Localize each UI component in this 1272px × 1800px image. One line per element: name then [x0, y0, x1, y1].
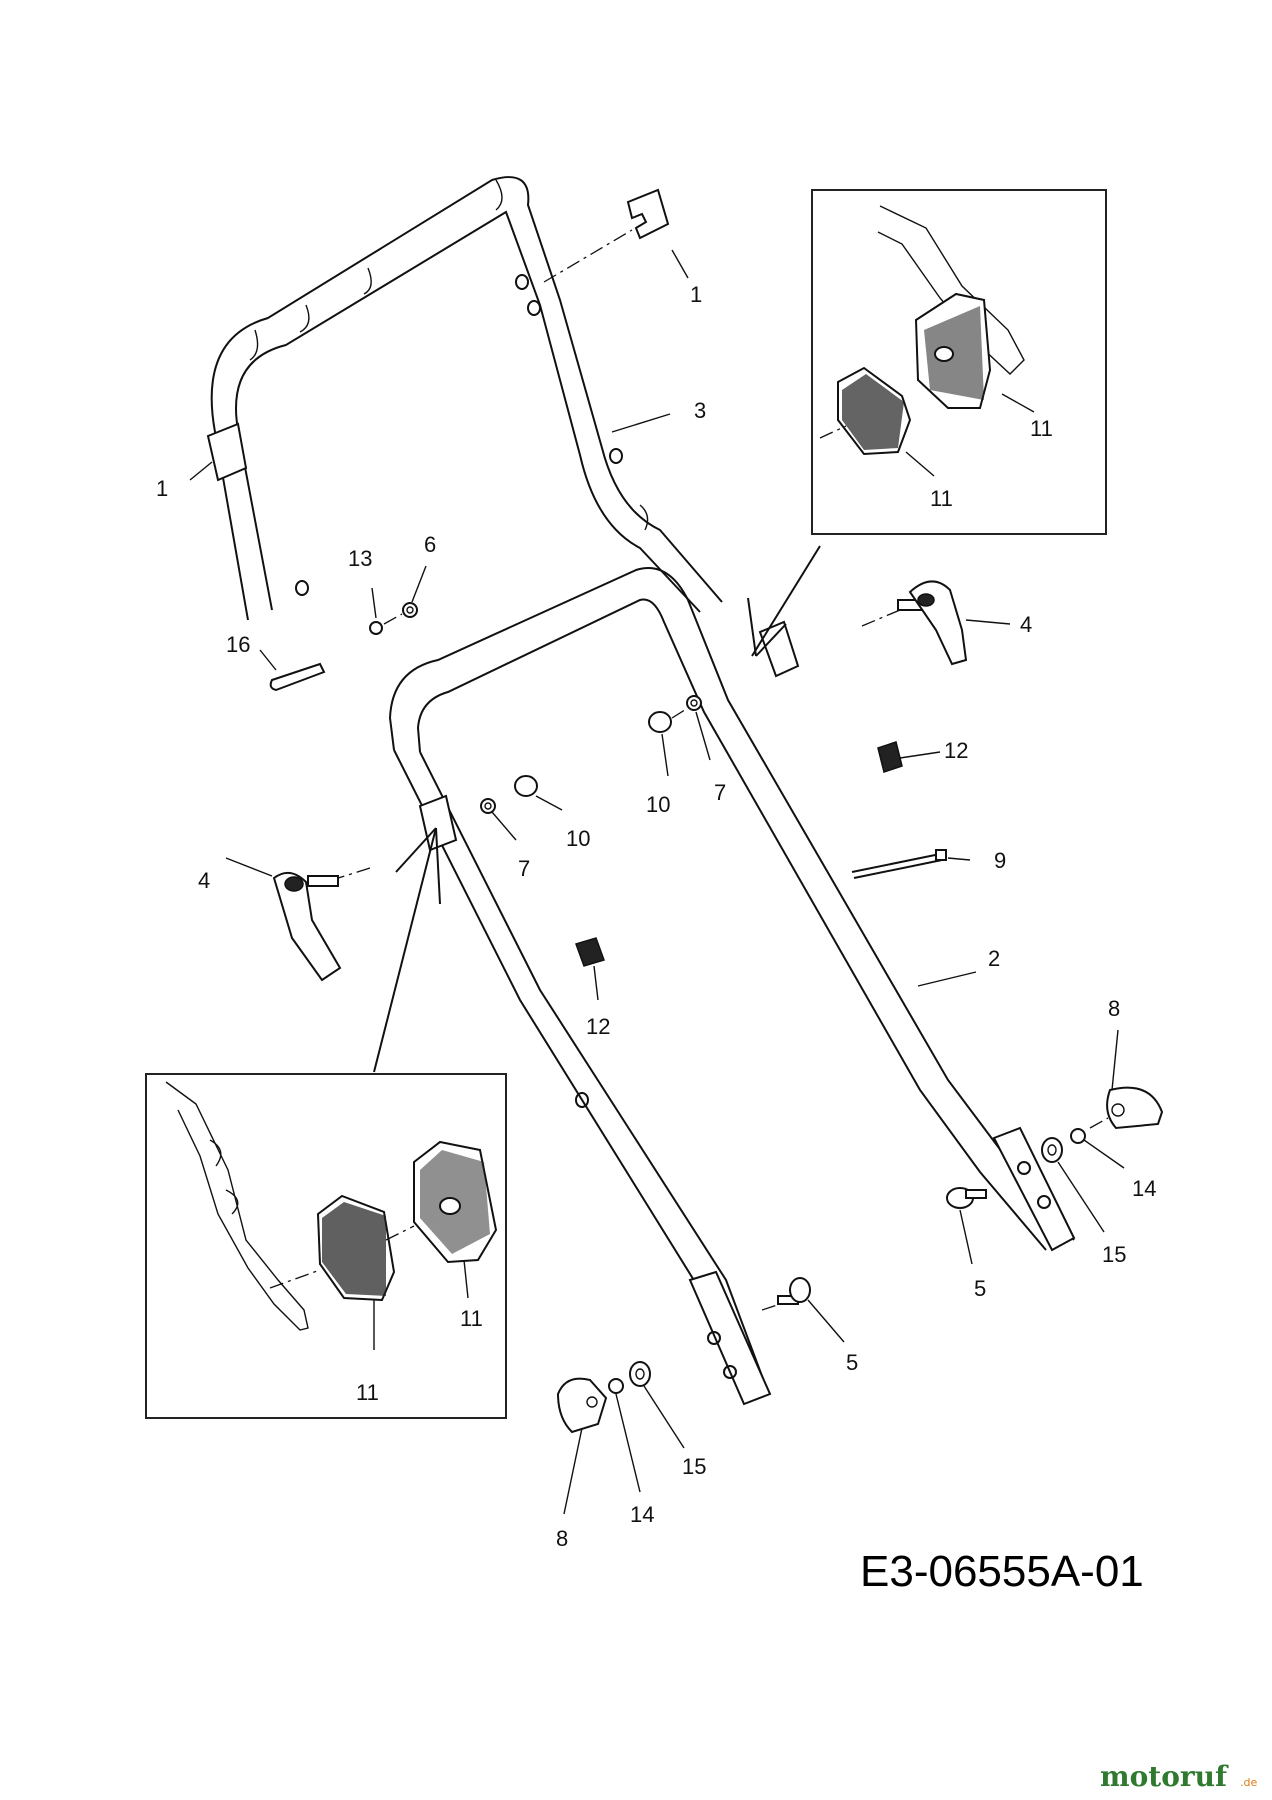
label-washer-15-right: 15	[1102, 1242, 1126, 1267]
handle-clip-left	[206, 422, 248, 482]
cable-tie	[851, 849, 947, 879]
spacer-left	[514, 775, 538, 797]
label-knob-8-left: 8	[556, 1526, 568, 1551]
handle-clip-top	[543, 188, 670, 283]
label-knob-8-right: 8	[1108, 996, 1120, 1021]
label-detail-top-11-b: 11	[930, 486, 953, 511]
washer-14-left	[608, 1378, 624, 1394]
pin-16	[269, 662, 326, 692]
washer-13	[369, 613, 403, 635]
spacer-right	[648, 711, 672, 733]
nut-7-right	[671, 695, 702, 719]
label-upper-handle-clip-top: 1	[690, 282, 702, 307]
label-detail-bottom-11-b: 11	[356, 1380, 379, 1405]
nut-6	[402, 602, 418, 618]
label-washer-14-left: 14	[630, 1502, 654, 1527]
carriage-bolt-right	[946, 1187, 987, 1209]
label-knob-left: 4	[198, 868, 210, 893]
label-nut-6: 6	[424, 532, 436, 557]
detail-top-leaders	[747, 545, 821, 657]
label-bolt-left: 5	[846, 1350, 858, 1375]
label-nut-7-left: 7	[518, 856, 530, 881]
detail-box-top	[811, 189, 1107, 535]
label-nut-13: 13	[348, 546, 372, 571]
drawing-code: E3-06555A-01	[860, 1547, 1144, 1596]
carriage-bolt-left	[761, 1277, 811, 1311]
callout-leaders	[189, 249, 1125, 1515]
lower-handle	[388, 567, 1076, 1406]
label-detail-bottom-11-a: 11	[460, 1306, 483, 1331]
detail-bottom-leaders	[373, 827, 441, 1073]
label-cable-tie: 9	[994, 848, 1006, 873]
label-knob-right: 4	[1020, 612, 1032, 637]
label-upper-handle-clip-left: 1	[156, 476, 168, 501]
watermark-suffix: .de	[1240, 1776, 1257, 1789]
label-spacer-10-left: 10	[566, 826, 590, 851]
label-nut-7-right: 7	[714, 780, 726, 805]
cam-lever-left	[272, 867, 371, 982]
upper-handle	[210, 176, 723, 621]
callout-labels: 1 1 3 2 4 4 5 5 6 7 7 8 8 9 10 10 11 11 …	[156, 282, 1156, 1551]
washer-14-right	[1070, 1128, 1086, 1144]
label-spacer-10-right: 10	[646, 792, 670, 817]
washer-15-right	[1041, 1137, 1063, 1163]
cap-right	[877, 741, 903, 773]
knob-8-left	[556, 1377, 608, 1434]
label-cap-12-left: 12	[586, 1014, 610, 1039]
label-cap-12-right: 12	[944, 738, 968, 763]
washer-15-left	[629, 1361, 651, 1387]
label-washer-15-left: 15	[682, 1454, 706, 1479]
cap-left	[575, 937, 605, 967]
label-washer-14-right: 14	[1132, 1176, 1156, 1201]
watermark-text: motoruf	[1100, 1760, 1229, 1793]
knob-8-right	[1089, 1086, 1164, 1130]
label-lower-handle: 2	[988, 946, 1000, 971]
cam-lever-right	[861, 580, 968, 666]
watermark-logo: motoruf .de	[1100, 1760, 1257, 1793]
label-bolt-right: 5	[974, 1276, 986, 1301]
label-detail-top-11-a: 11	[1030, 416, 1053, 441]
detail-box-bottom	[145, 1073, 507, 1419]
label-pin-16: 16	[226, 632, 250, 657]
label-upper-handle: 3	[694, 398, 706, 423]
nut-7-left	[480, 798, 496, 814]
